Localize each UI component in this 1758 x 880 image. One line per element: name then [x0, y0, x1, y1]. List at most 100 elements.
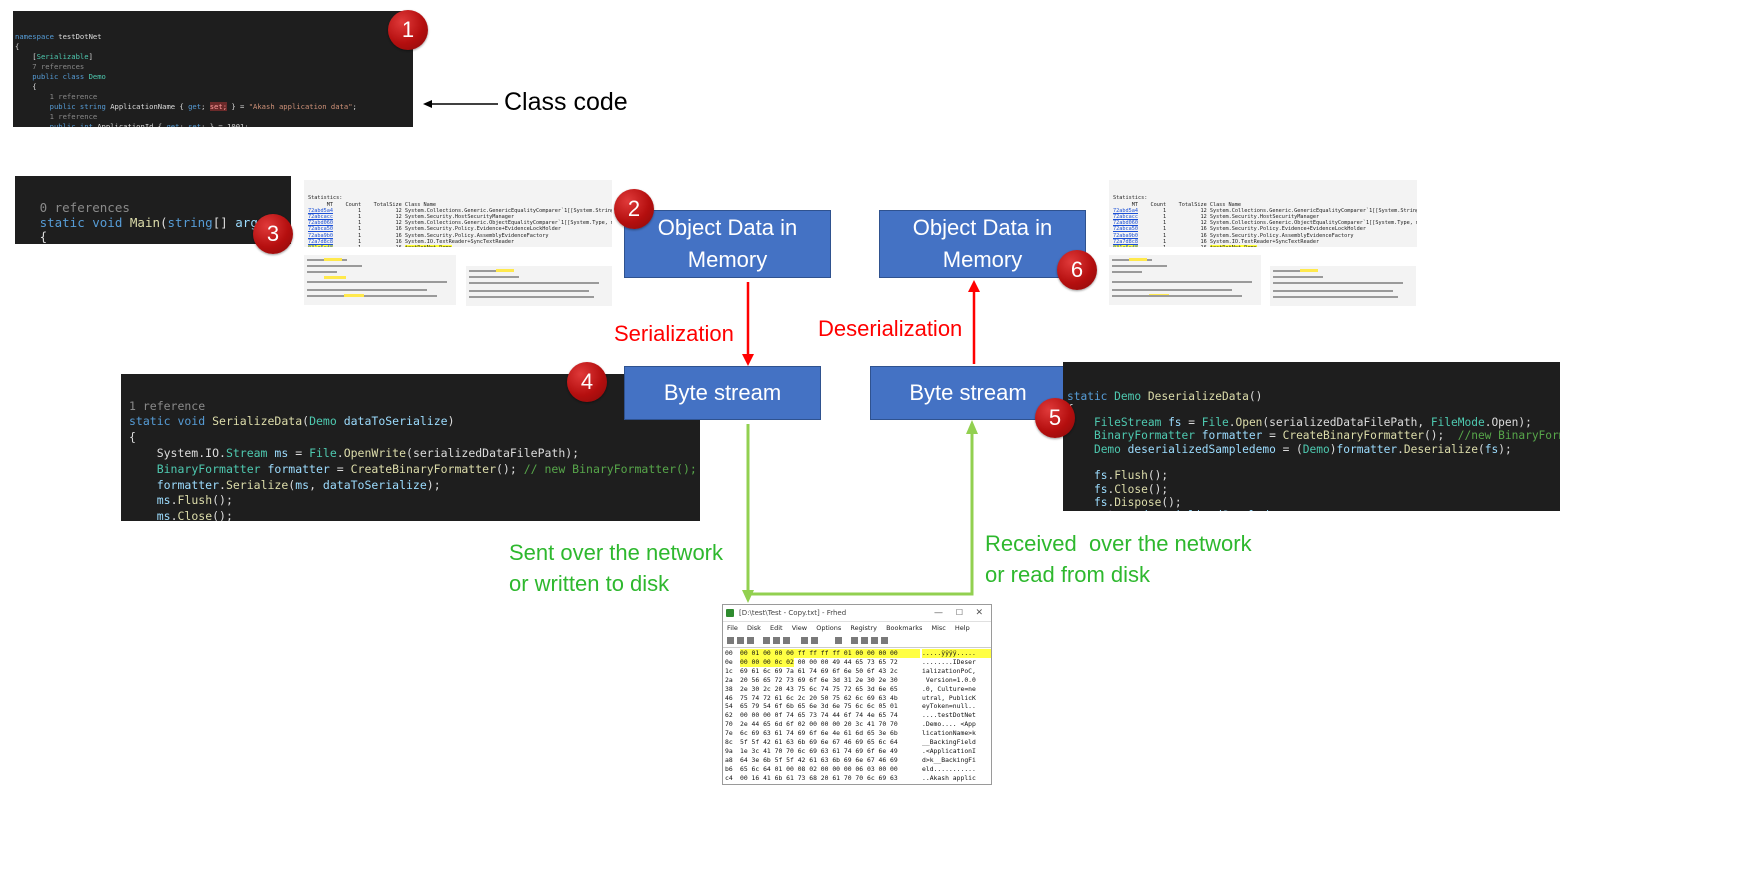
- hex-byte-row[interactable]: 69 61 6c 69 7a 61 74 69 6f 6e 50 6f 43 2…: [740, 666, 898, 675]
- hex-ascii-row[interactable]: licationName>k: [922, 729, 976, 738]
- menu-help[interactable]: Help: [954, 624, 970, 632]
- menu-disk[interactable]: Disk: [746, 624, 761, 632]
- hex-byte-row[interactable]: 20 56 65 72 73 69 6f 6e 3d 31 2e 30 2e 3…: [740, 675, 898, 684]
- hex-ascii-row[interactable]: .Demo.... <App: [922, 720, 976, 729]
- open-file-icon[interactable]: [737, 637, 744, 644]
- hex-byte-row[interactable]: 00 01 00 00 00 ff ff ff ff 01 00 00 00 0…: [740, 649, 920, 658]
- sent-network-line1: Sent over the network: [509, 540, 724, 565]
- menu-edit[interactable]: Edit: [770, 624, 783, 632]
- hex-byte-row[interactable]: 61 74 69 6f 6e 20 64 61 74 61 e9 03 00 0…: [740, 783, 920, 784]
- hex-ascii-row[interactable]: ..Akash applic: [922, 773, 976, 782]
- copy-icon[interactable]: [773, 637, 780, 644]
- hex-ascii-row[interactable]: utral, PublicK: [922, 693, 976, 702]
- code-token: Serialize: [225, 477, 289, 492]
- hex-ascii-row[interactable]: __BackingField: [922, 738, 976, 747]
- heap-method-table-link[interactable]: 031a6ef8: [308, 245, 333, 247]
- nav-next-icon[interactable]: [871, 637, 878, 644]
- hex-editor-title: [D:\test\Test - Copy.txt] - Frhed: [739, 609, 847, 617]
- heap-count: 1: [358, 207, 362, 214]
- code-token: public class: [15, 72, 85, 81]
- heap-stats-lines-left: Statistics: MT Count TotalSize Class Nam…: [308, 195, 612, 247]
- menu-view[interactable]: View: [791, 624, 808, 632]
- code-token: [1067, 429, 1094, 442]
- heap-stats-header: Statistics:: [1113, 195, 1148, 202]
- code-token: dataToSerialize: [322, 477, 427, 492]
- heap-method-table-link[interactable]: 72abd5a4: [308, 207, 333, 214]
- find-icon[interactable]: [801, 637, 808, 644]
- menu-misc[interactable]: Misc: [931, 624, 946, 632]
- menu-registry[interactable]: Registry: [850, 624, 877, 632]
- nav-first-icon[interactable]: [851, 637, 858, 644]
- hex-ascii-row[interactable]: .....ÿÿÿÿ.....: [922, 649, 991, 658]
- hex-byte-row[interactable]: 65 79 54 6f 6b 65 6e 3d 6e 75 6c 6c 05 0…: [740, 702, 898, 711]
- hex-byte-row[interactable]: 2e 44 65 6d 6f 02 00 00 00 20 3c 41 70 7…: [740, 720, 898, 729]
- code-token: [17, 244, 70, 245]
- code-token: []: [212, 214, 236, 230]
- hex-byte-row[interactable]: 64 3e 6b 5f 5f 42 61 63 6b 69 6e 67 46 6…: [740, 755, 898, 764]
- heap-method-table-link[interactable]: 72aba9b0: [308, 232, 333, 239]
- heap-total-size: 16: [395, 232, 402, 239]
- code-token: =: [288, 445, 310, 460]
- heap-method-table-link[interactable]: 72a7d8c8: [308, 238, 333, 245]
- hex-offset: 8c: [725, 738, 733, 747]
- maximize-icon[interactable]: ☐: [955, 608, 963, 617]
- serialize-code-line: {: [129, 430, 692, 446]
- paste-icon[interactable]: [783, 637, 790, 644]
- heap-class-name: System.Collections.Generic.ObjectEqualit…: [404, 220, 612, 227]
- replace-icon[interactable]: [811, 637, 818, 644]
- hex-byte-row[interactable]: 5f 5f 42 61 63 6b 69 6e 67 46 69 65 6c 6…: [740, 738, 898, 747]
- code-token: namespace: [15, 32, 54, 41]
- heap-count: 1: [358, 238, 362, 245]
- heap-method-table-link[interactable]: 72aba9b0: [1113, 232, 1138, 239]
- hex-byte-row[interactable]: 75 74 72 61 6c 2c 20 50 75 62 6c 69 63 4…: [740, 693, 898, 702]
- hex-ascii-row[interactable]: ....testDotNet: [922, 711, 976, 720]
- hex-ascii-row[interactable]: eld...........: [922, 764, 976, 773]
- save-file-icon[interactable]: [747, 637, 754, 644]
- heap-total-size: 12: [395, 207, 402, 214]
- cut-icon[interactable]: [763, 637, 770, 644]
- hex-ascii-row[interactable]: d>k__BackingFi: [922, 755, 976, 764]
- hex-ascii-row[interactable]: ........IDeser: [922, 657, 976, 666]
- hex-byte-row[interactable]: 1e 3c 41 70 70 6c 69 63 61 74 69 6f 6e 4…: [740, 746, 898, 755]
- hex-ascii-row[interactable]: .0, Culture=ne: [922, 684, 976, 693]
- hex-ascii-row[interactable]: ation datae...: [922, 783, 991, 784]
- heap-method-table-link[interactable]: 72abd5a4: [1113, 207, 1138, 214]
- minimize-icon[interactable]: —: [934, 608, 943, 618]
- bookmark-icon[interactable]: [835, 637, 842, 644]
- hex-byte-row[interactable]: 6c 69 63 61 74 69 6f 6e 4e 61 6d 65 3e 6…: [740, 729, 898, 738]
- heap-stats-row: 031a6ef8 1 16 testDotNet.Demo: [1113, 245, 1413, 247]
- code-token: File: [1201, 416, 1229, 430]
- hex-ascii-row[interactable]: ializationPoC,: [922, 666, 976, 675]
- hex-byte-row[interactable]: 2e 30 2c 20 43 75 6c 74 75 72 65 3d 6e 6…: [740, 684, 898, 693]
- hex-ascii-row[interactable]: .<ApplicationI: [922, 746, 976, 755]
- nav-last-icon[interactable]: [881, 637, 888, 644]
- heap-method-table-link[interactable]: 72abd060: [1113, 220, 1138, 227]
- heap-method-table-link[interactable]: 72abcacc: [308, 214, 333, 221]
- nav-prev-icon[interactable]: [861, 637, 868, 644]
- heap-method-table-link[interactable]: 72abca50: [308, 226, 333, 233]
- close-icon[interactable]: ✕: [975, 608, 983, 618]
- deserialize-code-line: FileStream fs = File.Open(serializedData…: [1067, 416, 1556, 429]
- menu-options[interactable]: Options: [816, 624, 842, 632]
- heap-method-table-link[interactable]: 72abcacc: [1113, 214, 1138, 221]
- menu-bookmarks[interactable]: Bookmarks: [886, 624, 923, 632]
- sent-network-line2: or written to disk: [509, 571, 670, 596]
- hex-offset: a8: [725, 755, 733, 764]
- code-token: dataToSerialize: [343, 414, 448, 429]
- hex-byte-row[interactable]: 00 16 41 6b 61 73 68 20 61 70 70 6c 69 6…: [740, 773, 898, 782]
- hex-byte-row[interactable]: 00 00 00 0c 02 00 00 00 49 44 65 73 65 7…: [740, 657, 920, 667]
- step-badge-4: 4: [567, 362, 607, 402]
- code-token: ;: [352, 102, 357, 111]
- heap-method-table-link[interactable]: 72a7d8c8: [1113, 238, 1138, 245]
- menu-file[interactable]: File: [727, 624, 738, 632]
- heap-method-table-link[interactable]: 72abca50: [1113, 226, 1138, 233]
- hex-ascii-row[interactable]: Version=1.0.0: [922, 675, 976, 684]
- hex-byte-row[interactable]: 65 6c 64 01 00 08 02 00 00 00 06 03 00 0…: [740, 764, 898, 773]
- heap-method-table-link[interactable]: 72abd060: [308, 220, 333, 227]
- heap-method-table-link[interactable]: 031a6ef8: [1113, 245, 1138, 247]
- object-data-memory-box-left: Object Data in Memory: [624, 210, 831, 278]
- new-file-icon[interactable]: [727, 637, 734, 644]
- hex-byte-row[interactable]: 00 00 00 0f 74 65 73 74 44 6f 74 4e 65 7…: [740, 711, 898, 720]
- hex-ascii-row[interactable]: eyToken=null..: [922, 702, 976, 711]
- deserialize-code-line: fs.Dispose();: [1067, 496, 1556, 509]
